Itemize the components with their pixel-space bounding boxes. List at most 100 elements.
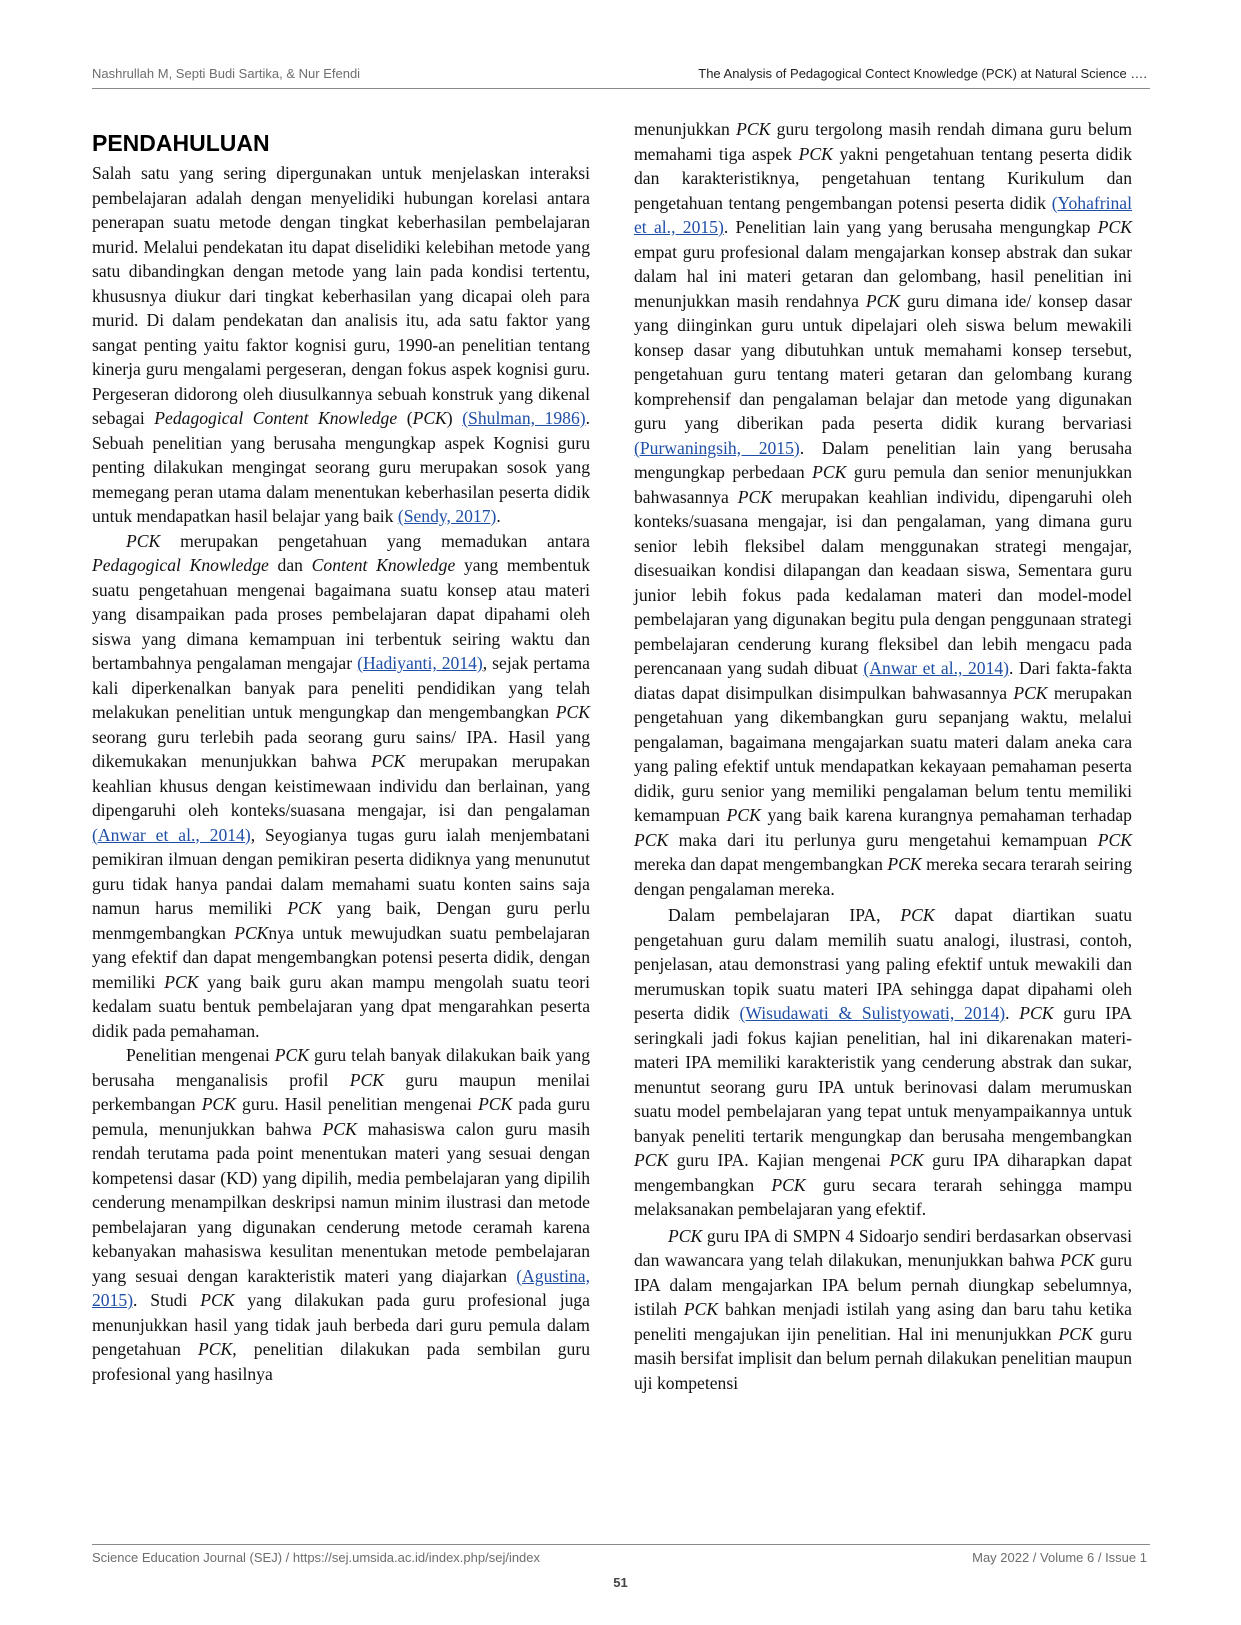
text-run: guru telah banyak dilakukan baik yang be…	[92, 1045, 590, 1090]
paragraph: PCK guru IPA di SMPN 4 Sidoarjo sendiri …	[634, 1224, 1132, 1396]
citation-link[interactable]: (Yohafrinal et al., 2015)	[634, 192, 1132, 238]
term: PCK	[349, 1069, 384, 1090]
running-header-title: The Analysis of Pedagogical Contect Know…	[698, 66, 1147, 81]
citation-link[interactable]: (Shulman, 1986)	[462, 408, 586, 428]
citation-link[interactable]: (Sendy, 2017)	[397, 506, 497, 526]
text-run: mahasiswa calon guru masih rendah teruta…	[92, 1118, 590, 1286]
text-run: , Seyogianya tugas guru ialah menjembata…	[92, 824, 591, 919]
term: PCK	[889, 1150, 924, 1170]
text-run: empat guru profesional dalam mengajarkan…	[634, 241, 1132, 311]
text-run: pada guru pemula, menunjukkan bahwa	[92, 1094, 590, 1139]
text-run: bahkan menjadi istilah yang asing dan ba…	[634, 1299, 1132, 1344]
text-run: Salah satu yang sering dipergunakan untu…	[92, 163, 590, 428]
text-run: guru IPA. Kajian mengenai	[668, 1150, 890, 1170]
text-run: (	[397, 408, 413, 428]
term: Pedagogical Knowledge	[92, 555, 269, 575]
text-run: . Sebuah penelitian yang berusaha mengun…	[92, 408, 591, 526]
term: PCK	[887, 854, 922, 874]
text-run: merupakan pengetahuan yang dikembangkan …	[634, 682, 1132, 826]
term: PCK	[371, 751, 406, 771]
footer-journal: Science Education Journal (SEJ) / https:…	[92, 1550, 541, 1565]
paragraph: Penelitian mengenai PCK guru telah banya…	[92, 1043, 590, 1386]
text-run: nya untuk mewujudkan suatu pembelajaran …	[92, 922, 590, 992]
term: Pedagogical Content Knowledge	[154, 408, 398, 428]
term: PCK	[736, 119, 771, 139]
term: Content Knowledge	[311, 555, 456, 575]
term: PCK	[478, 1094, 513, 1114]
text-run: yang membentuk suatu pengetahuan mengena…	[92, 555, 590, 673]
paragraph: Salah satu yang sering dipergunakan untu…	[92, 161, 590, 529]
text-run: Dalam pembelajaran IPA,	[668, 905, 901, 925]
text-run: dan	[268, 555, 312, 575]
text-run: menunjukkan	[634, 119, 737, 139]
text-run: guru dimana ide/ konsep dasar yang diing…	[634, 290, 1133, 434]
text-run: .	[1005, 1003, 1020, 1023]
term: PCK	[1058, 1323, 1093, 1344]
text-run: . Dalam penelitian lain yang berusaha me…	[634, 437, 1132, 483]
citation-link[interactable]: (Anwar et al., 2014)	[92, 824, 251, 845]
page-number: 51	[613, 1575, 628, 1590]
text-run: guru pemula dan senior menunjukkan bahwa…	[634, 462, 1132, 507]
term: PCK	[737, 486, 772, 507]
text-run: guru IPA dalam mengajarkan IPA belum per…	[634, 1250, 1132, 1319]
term: PCK	[201, 1094, 236, 1114]
paragraph: PCK merupakan pengetahuan yang memadukan…	[92, 529, 590, 1044]
text-run: yakni pengetahuan tentang peserta didik …	[634, 143, 1132, 213]
text-run: dapat diartikan suatu pengetahuan guru d…	[634, 905, 1133, 1023]
running-header-authors: Nashrullah M, Septi Budi Sartika, & Nur …	[92, 66, 361, 81]
text-run: yang baik, Dengan guru perlu menmgembang…	[92, 898, 591, 943]
term: PCK	[634, 1150, 669, 1170]
text-run: guru. Hasil penelitian mengenai	[235, 1094, 479, 1114]
paragraph: Dalam pembelajaran IPA, PCK dapat diarti…	[634, 903, 1132, 1222]
text-run: . Studi	[133, 1290, 201, 1310]
term: PCK	[1019, 1003, 1054, 1023]
footer-issue: May 2022 / Volume 6 / Issue 1	[972, 1550, 1147, 1565]
header-rule	[92, 88, 1150, 89]
term: PCK	[1097, 829, 1132, 850]
text-run: guru maupun menilai perkembangan	[92, 1069, 590, 1115]
text-run: merupakan keahlian individu, dipengaruhi…	[634, 486, 1133, 679]
section-heading: PENDAHULUAN	[92, 130, 270, 156]
term: PCK	[555, 702, 590, 722]
term: PCK	[322, 1118, 357, 1139]
footer-rule	[92, 1544, 1150, 1545]
term: PCK	[634, 829, 669, 850]
term: PCK	[412, 408, 447, 428]
term: PCK	[812, 462, 847, 482]
citation-link[interactable]: (Agustina, 2015)	[92, 1265, 590, 1311]
text-run: Penelitian mengenai	[126, 1045, 275, 1065]
term: PCK	[1013, 682, 1048, 703]
citation-link[interactable]: (Anwar et al., 2014)	[863, 658, 1010, 678]
term: PCK	[771, 1174, 806, 1195]
citation-link[interactable]: (Wisudawati & Sulistyowati, 2014)	[739, 1003, 1006, 1023]
term: PCK	[287, 898, 322, 918]
text-run: yang baik guru akan mampu mengolah suatu…	[92, 971, 590, 1041]
term: PCK	[1097, 217, 1132, 237]
text-run: . Penelitian lain yang yang berusaha men…	[723, 217, 1098, 237]
text-run: merupakan pengetahuan yang memadukan ant…	[160, 530, 590, 551]
citation-link[interactable]: (Purwaningsih, 2015)	[634, 437, 800, 458]
citation-link[interactable]: (Hadiyanti, 2014)	[357, 653, 483, 673]
text-run: . Dari fakta-fakta diatas dapat disimpul…	[634, 658, 1133, 703]
text-run: .	[496, 506, 501, 526]
text-run: yang baik karena kurangnya pemahaman ter…	[760, 805, 1132, 825]
text-run: yang dilakukan pada guru profesional jug…	[92, 1290, 590, 1359]
term: PCK	[198, 1339, 233, 1359]
text-run: guru IPA diharapkan dapat mengembangkan	[634, 1150, 1132, 1195]
term: PCK	[126, 530, 161, 551]
term: PCK	[683, 1299, 719, 1319]
term: PCK	[865, 290, 901, 311]
text-run: maka dari itu perlunya guru mengetahui k…	[668, 829, 1098, 850]
term: PCK	[164, 971, 199, 992]
text-run: mereka secara terarah seiring dengan pen…	[634, 854, 1132, 899]
right-column: menunjukkan PCK guru tergolong masih ren…	[634, 117, 1132, 1395]
text-run: seorang guru terlebih pada seorang guru …	[92, 726, 590, 772]
paragraph: menunjukkan PCK guru tergolong masih ren…	[634, 117, 1132, 901]
text-run: , penelitian dilakukan pada sembilan gur…	[92, 1339, 590, 1384]
text-run: )	[446, 408, 463, 428]
term: PCK	[1060, 1250, 1095, 1270]
text-run: guru IPA di SMPN 4 Sidoarjo sendiri berd…	[634, 1225, 1132, 1271]
text-run: guru secara terarah sehingga mampu melak…	[634, 1174, 1133, 1220]
term: PCK	[234, 922, 269, 943]
